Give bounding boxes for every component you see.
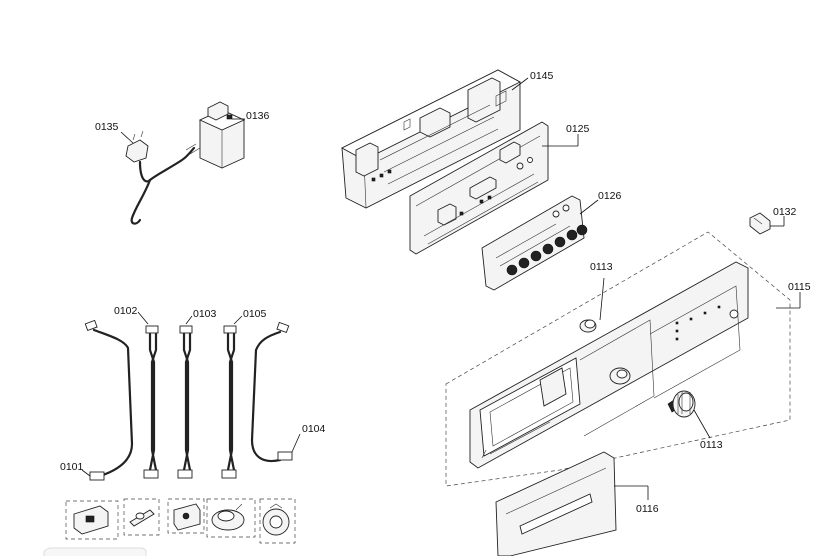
label-0113-lower: 0113: [700, 439, 723, 451]
control-module-frame-part: [341, 69, 521, 209]
harness-0105-part: [221, 325, 237, 479]
valve-part: [173, 503, 201, 531]
clip-part: [749, 212, 771, 235]
label-0136: 0136: [246, 110, 270, 122]
pressure-switch-part: [262, 503, 290, 536]
control-panel-fascia-part: [445, 231, 791, 487]
label-0145: 0145: [530, 70, 554, 82]
label-0113-upper: 0113: [590, 261, 613, 273]
label-0132: 0132: [773, 206, 797, 218]
label-0105: 0105: [243, 308, 267, 320]
interference-filter-part: [198, 101, 246, 169]
harness-0103-part: [177, 325, 193, 479]
knob-upper-part: [579, 319, 597, 333]
sensor-part: [129, 509, 155, 527]
harness-0101-part: [84, 319, 134, 481]
label-0101: 0101: [60, 461, 84, 473]
label-0104: 0104: [302, 423, 326, 435]
label-0135: 0135: [95, 121, 119, 133]
label-0102: 0102: [114, 305, 138, 317]
page-tab-edge: [43, 547, 147, 556]
pump-part: [211, 503, 245, 531]
power-cord-part: [125, 130, 201, 225]
label-0116: 0116: [636, 503, 659, 515]
label-0126: 0126: [598, 190, 622, 202]
knob-lower-part: [667, 390, 696, 418]
detergent-drawer-part: [495, 451, 617, 556]
selector-circuit-board-part: [481, 195, 588, 291]
small-parts-row: [65, 498, 296, 544]
door-lock-part: [73, 505, 109, 535]
label-0115: 0115: [788, 281, 811, 293]
harness-0102-part: [143, 325, 159, 479]
label-0103: 0103: [193, 308, 217, 320]
harness-0104-part: [250, 321, 293, 463]
label-0125: 0125: [566, 123, 590, 135]
main-circuit-board-part: [409, 121, 549, 255]
rotary-encoders: [506, 224, 588, 276]
